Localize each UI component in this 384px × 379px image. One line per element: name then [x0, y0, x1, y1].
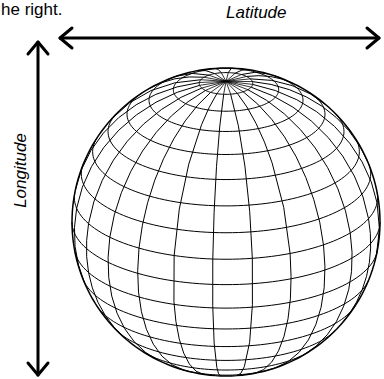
globe-outline — [72, 68, 380, 376]
axis-label: Latitude — [226, 4, 287, 21]
globe — [72, 68, 380, 376]
axis-label: Longitude — [12, 133, 29, 208]
latitude-arrow — [60, 37, 379, 40]
longitude-arrow — [37, 42, 40, 375]
arrow-head — [367, 28, 379, 48]
cropped-text: he right. — [1, 1, 62, 18]
globe-fill — [72, 68, 380, 376]
arrow-head — [60, 28, 72, 48]
arrow-head — [28, 363, 48, 375]
graticule — [72, 68, 380, 376]
arrow-head — [28, 42, 48, 54]
polar-meridians — [199, 73, 252, 95]
